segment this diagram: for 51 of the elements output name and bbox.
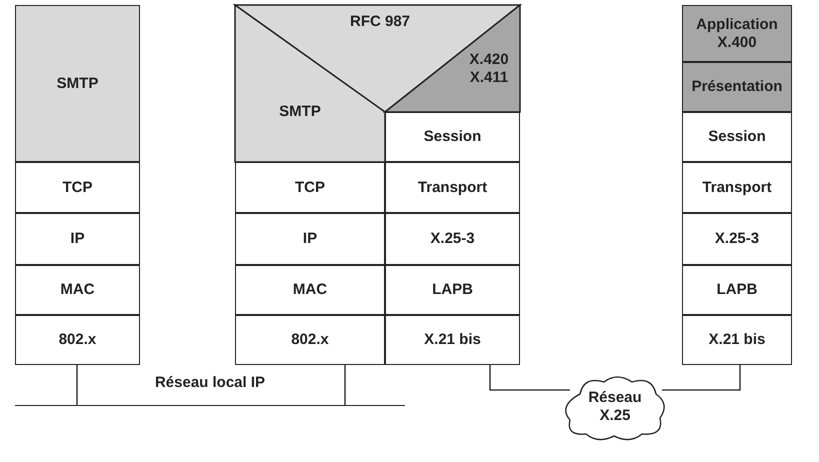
layer-label: Session bbox=[708, 128, 766, 146]
network-label: Réseau local IP bbox=[154, 374, 266, 392]
layer-label: X.25-3 bbox=[714, 230, 760, 248]
protocol-layer bbox=[235, 315, 385, 365]
protocol-layer bbox=[385, 112, 520, 162]
protocol-layer bbox=[682, 265, 792, 315]
protocol-layer bbox=[385, 315, 520, 365]
layer-label: X.25-3 bbox=[430, 230, 475, 248]
protocol-layer bbox=[235, 162, 385, 213]
protocol-layer bbox=[682, 315, 792, 365]
connection-line bbox=[662, 365, 741, 391]
layer-label: Session bbox=[424, 128, 482, 146]
protocol-layer bbox=[385, 265, 520, 315]
protocol-layer bbox=[682, 5, 792, 62]
layer-label: 802.x bbox=[58, 331, 96, 349]
protocol-layer bbox=[682, 213, 792, 265]
network-label: Réseau X.25 bbox=[587, 389, 643, 425]
protocol-layer bbox=[235, 213, 385, 265]
layer-label: MAC bbox=[60, 281, 95, 299]
connection-line bbox=[76, 365, 78, 406]
protocol-layer bbox=[15, 5, 140, 162]
layer-label: LAPB bbox=[432, 281, 473, 299]
layer-label: RFC 987 bbox=[348, 13, 412, 31]
layer-label: X.420 X.411 bbox=[468, 51, 510, 87]
protocol-layer bbox=[385, 213, 520, 265]
layer-label: MAC bbox=[292, 281, 328, 299]
layer-label: Application X.400 bbox=[695, 16, 779, 52]
layer-label: Transport bbox=[418, 178, 488, 196]
protocol-layer bbox=[385, 162, 520, 213]
layer-label: SMTP bbox=[56, 74, 98, 92]
protocol-layer bbox=[235, 265, 385, 315]
layer-label: X.21 bis bbox=[424, 331, 481, 349]
protocol-layer bbox=[15, 315, 140, 365]
layer-label: X.21 bis bbox=[708, 331, 766, 349]
protocol-layer bbox=[15, 162, 140, 213]
protocol-layer bbox=[682, 162, 792, 213]
layer-label: SMTP bbox=[278, 103, 322, 121]
layer-label: Transport bbox=[702, 178, 772, 196]
layer-label: LAPB bbox=[716, 281, 758, 299]
layer-label: TCP bbox=[62, 178, 92, 196]
protocol-layer bbox=[682, 62, 792, 112]
protocol-layer bbox=[15, 213, 140, 265]
connection-line bbox=[489, 365, 570, 391]
layer-label: Présentation bbox=[692, 78, 782, 96]
layer-label: TCP bbox=[295, 178, 325, 196]
layer-label: 802.x bbox=[291, 331, 329, 349]
protocol-layer bbox=[15, 265, 140, 315]
protocol-layer bbox=[682, 112, 792, 162]
connection-line bbox=[344, 365, 346, 406]
layer-label: IP bbox=[70, 230, 85, 248]
layer-label: IP bbox=[302, 230, 318, 248]
